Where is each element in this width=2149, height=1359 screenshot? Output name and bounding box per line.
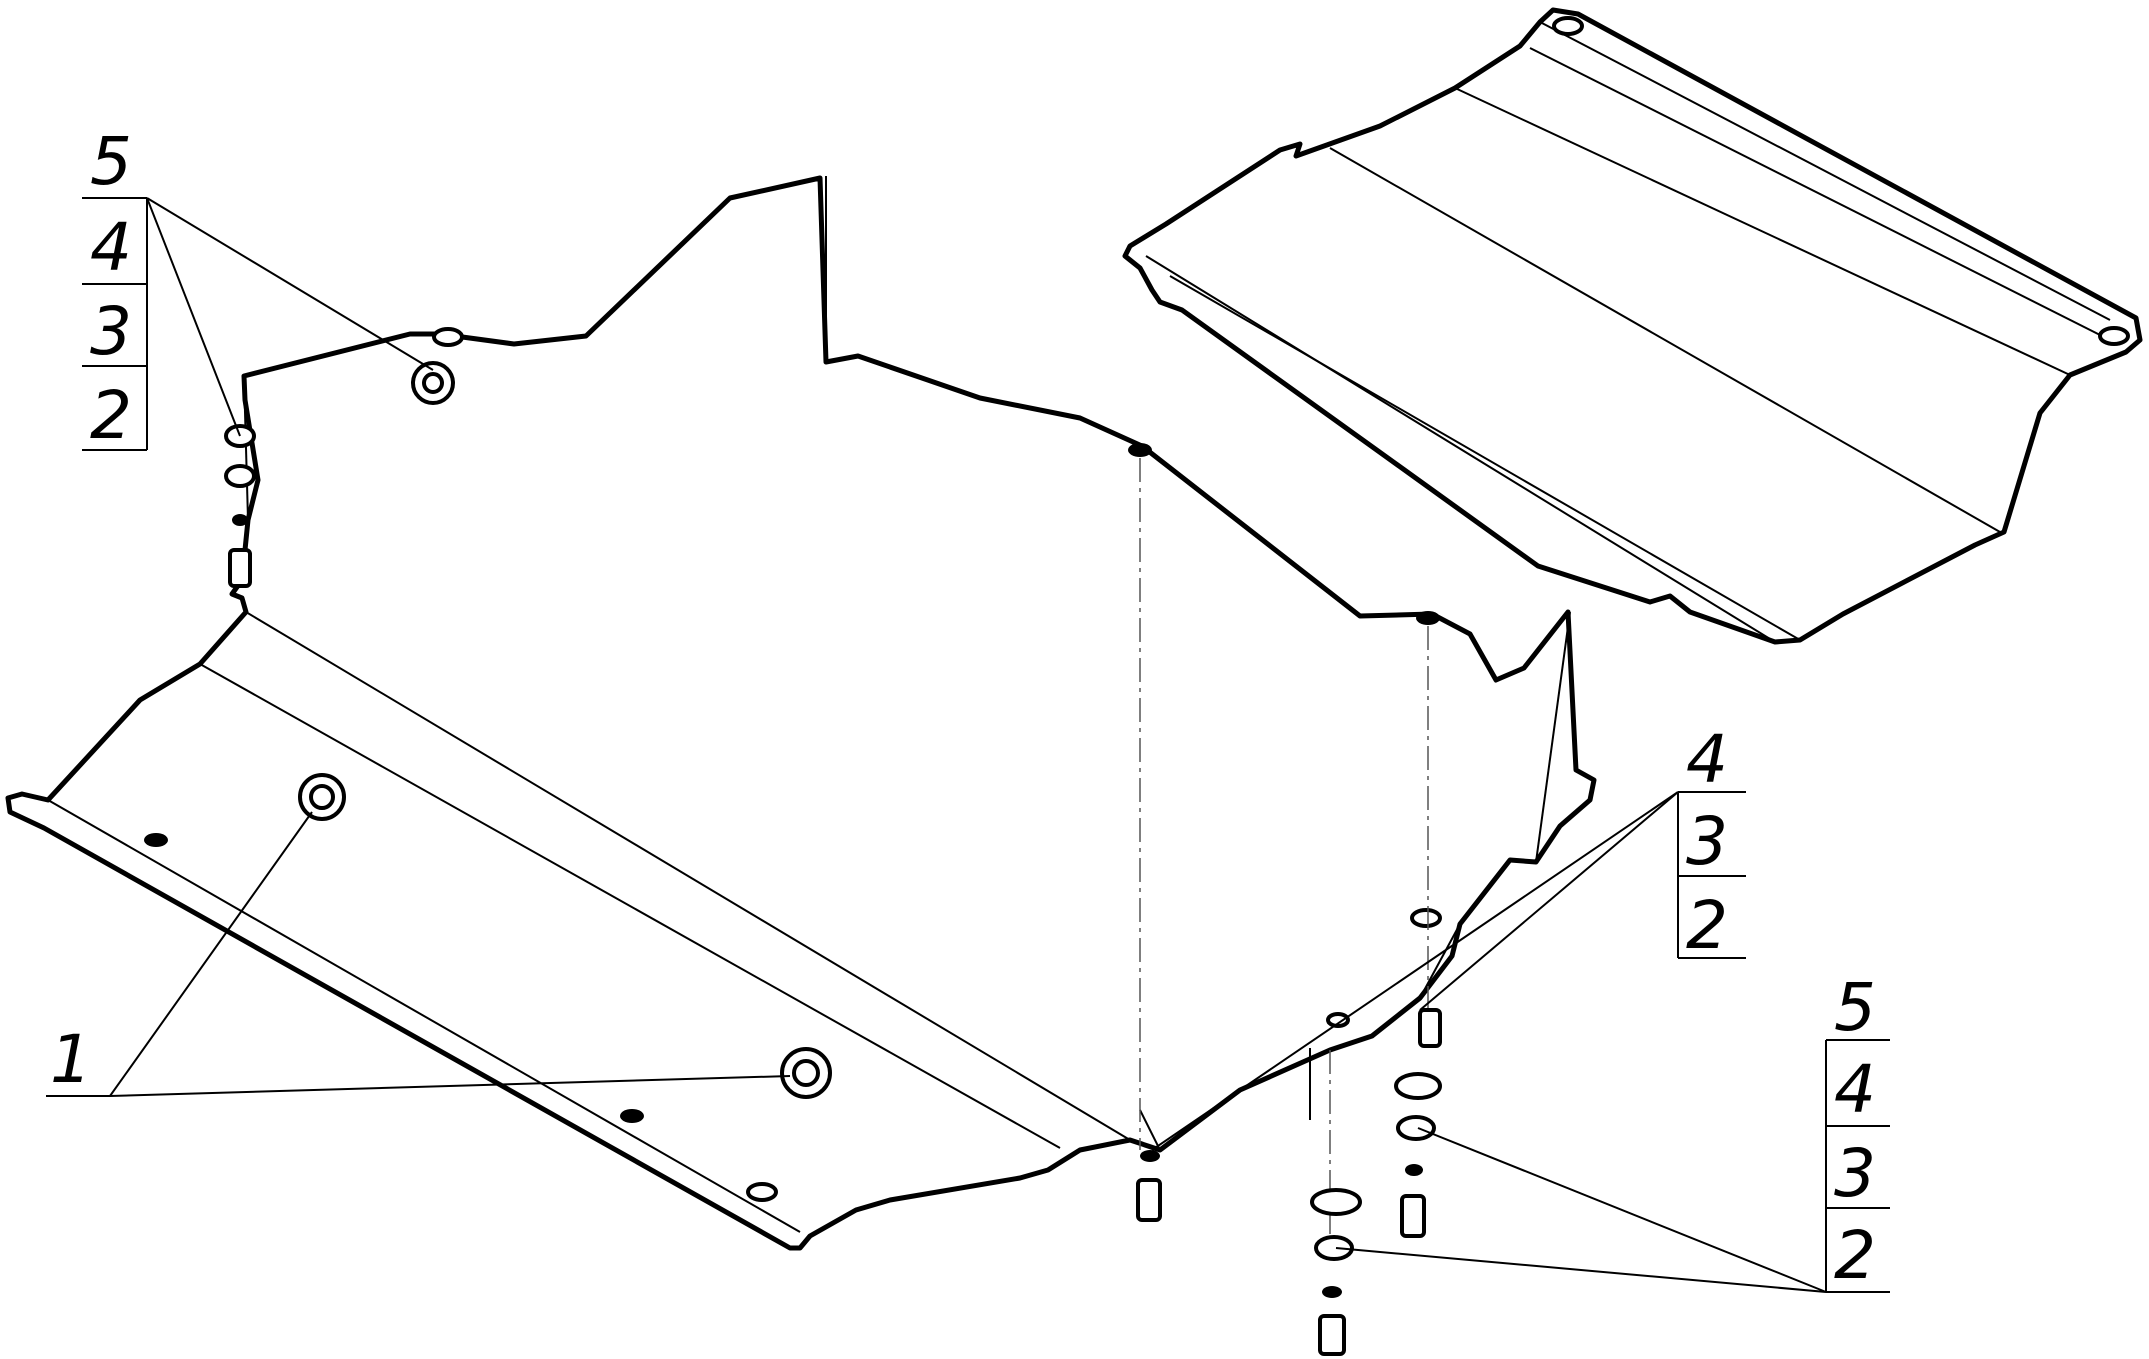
mounting-slot-icon [2098,326,2130,346]
callout-label: 5 [1834,969,1876,1046]
callout-label: 2 [1834,1217,1876,1294]
fastener-stack-center [1136,1150,1162,1222]
callout-label: 4 [1834,1051,1876,1128]
callout-label: 5 [90,123,132,200]
bolt-icon [1136,1178,1162,1222]
callout-bottom-right: 5 4 3 2 [1335,969,1890,1294]
callout-label: 4 [90,209,132,286]
hole-icon [144,833,168,847]
fastener-stack-right [1394,1008,1442,1238]
callout-top-left: 5 4 3 2 [82,123,434,454]
mounting-slot-icon [1410,908,1442,928]
callout-label: 3 [1686,803,1728,880]
mounting-slot-icon [746,1182,778,1202]
callout-bottom-left: 1 [46,811,791,1098]
mounting-slot-icon [1326,1012,1350,1028]
fastener-stack-bottom [1310,1188,1362,1356]
hole-icon [1128,443,1152,457]
hole-icon [620,1109,644,1123]
callout-label: 4 [1686,721,1728,798]
callout-label: 1 [50,1021,92,1098]
mounting-slot-icon [1552,16,1584,36]
callout-label: 3 [90,293,132,370]
callout-label: 2 [1686,887,1728,964]
bolt-icon [1318,1314,1346,1356]
fastener-stack-left [224,424,256,588]
bolt-icon [1418,1008,1442,1048]
callout-label: 3 [1834,1135,1876,1212]
bolt-icon [228,548,252,588]
hole-icon [1416,611,1440,625]
callout-middle-right: 4 3 2 [1151,721,1746,1151]
bolt-icon [1400,1194,1426,1238]
main-skid-plate [5,175,1597,1251]
mounting-slot-icon [432,327,464,347]
upper-skid-plate [1122,7,2143,645]
assembly-axes [1139,458,1429,1240]
callout-label: 2 [90,377,132,454]
